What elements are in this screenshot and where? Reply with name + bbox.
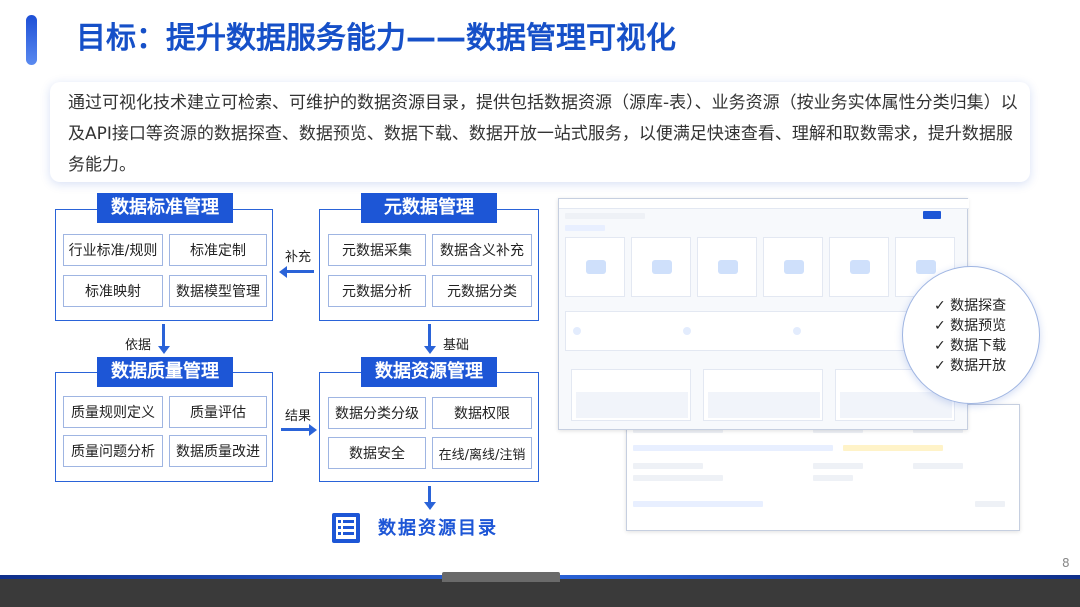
resource-item-security: 数据安全 bbox=[328, 437, 426, 469]
page-number: 8 bbox=[1062, 556, 1070, 570]
quality-management-title: 数据质量管理 bbox=[97, 357, 233, 387]
arrow-to-catalog-head bbox=[423, 502, 436, 510]
feature-download: ✓ 数据下载 bbox=[934, 338, 1007, 354]
quality-item-assess: 质量评估 bbox=[169, 396, 267, 428]
metadata-item-analysis: 元数据分析 bbox=[328, 275, 426, 307]
catalog-icon bbox=[332, 513, 360, 543]
standard-item-model: 数据模型管理 bbox=[169, 275, 267, 307]
arrow-to-catalog bbox=[428, 486, 431, 502]
footer-tab bbox=[442, 572, 560, 582]
resource-item-status: 在线/离线/注销 bbox=[432, 437, 532, 469]
arrow-label-result: 结果 bbox=[285, 409, 312, 424]
metadata-management-title: 元数据管理 bbox=[361, 193, 497, 223]
feature-open: ✓ 数据开放 bbox=[934, 358, 1007, 374]
feature-explore: ✓ 数据探查 bbox=[934, 298, 1007, 314]
page-title: 目标：提升数据服务能力——数据管理可视化 bbox=[76, 21, 676, 56]
metadata-item-collect: 元数据采集 bbox=[328, 234, 426, 266]
arrow-basis-left bbox=[162, 324, 165, 346]
arrow-result bbox=[281, 428, 309, 431]
catalog-label: 数据资源目录 bbox=[378, 518, 498, 539]
arrow-result-head bbox=[309, 423, 317, 436]
feature-preview: ✓ 数据预览 bbox=[934, 318, 1007, 334]
metadata-item-classify: 元数据分类 bbox=[432, 275, 532, 307]
quality-item-issues: 质量问题分析 bbox=[63, 435, 163, 467]
standard-item-mapping: 标准映射 bbox=[63, 275, 163, 307]
arrow-label-basis-left: 依据 bbox=[125, 338, 152, 353]
title-accent-bar bbox=[26, 15, 37, 65]
quality-item-improve: 数据质量改进 bbox=[169, 435, 267, 467]
quality-item-rules: 质量规则定义 bbox=[63, 396, 163, 428]
screenshot-front bbox=[558, 198, 969, 430]
arrow-label-supplement: 补充 bbox=[285, 250, 312, 265]
arrow-supplement bbox=[286, 270, 314, 273]
resource-item-permission: 数据权限 bbox=[432, 397, 532, 429]
arrow-basis-right-head bbox=[423, 346, 436, 354]
arrow-supplement-head bbox=[279, 265, 287, 278]
standard-item-industry: 行业标准/规则 bbox=[63, 234, 163, 266]
standard-management-title: 数据标准管理 bbox=[97, 193, 233, 223]
intro-box bbox=[50, 82, 1030, 182]
arrow-basis-right bbox=[428, 324, 431, 346]
resource-item-classification: 数据分类分级 bbox=[328, 397, 426, 429]
intro-text: 通过可视化技术建立可检索、可维护的数据资源目录，提供包括数据资源（源库-表）、业… bbox=[68, 93, 1018, 175]
arrow-basis-left-head bbox=[157, 346, 170, 354]
standard-item-custom: 标准定制 bbox=[169, 234, 267, 266]
arrow-label-basis-right: 基础 bbox=[443, 338, 470, 353]
feature-callout bbox=[902, 266, 1040, 404]
metadata-item-meaning: 数据含义补充 bbox=[432, 234, 532, 266]
resource-management-title: 数据资源管理 bbox=[361, 357, 497, 387]
